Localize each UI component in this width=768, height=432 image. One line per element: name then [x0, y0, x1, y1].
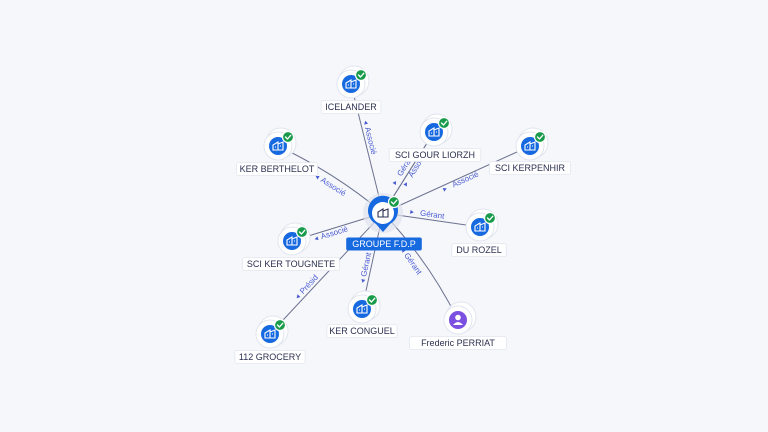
- node-label: Frederic PERRIAT: [421, 338, 495, 348]
- edge-arrow: [364, 120, 369, 125]
- edge-label: Associé: [451, 169, 481, 189]
- node-label-box: [388, 148, 482, 162]
- building-icon: [377, 208, 389, 218]
- verified-check-icon: [354, 68, 368, 82]
- node-label: SCI KER TOUGNETE: [247, 259, 335, 269]
- edge-label: Gérant: [402, 251, 424, 277]
- graph-node-ker-conguel[interactable]: KER CONGUEL: [326, 290, 398, 338]
- node-label-box: [409, 336, 507, 350]
- verified-check-icon: [365, 293, 379, 307]
- node-label-box: [242, 257, 340, 271]
- node-label: SCI KERPENHIR: [495, 163, 566, 173]
- node-label-box: [451, 243, 507, 257]
- node-label-box: [320, 100, 382, 114]
- node-label: KER CONGUEL: [329, 326, 395, 336]
- edge-arrow: [361, 279, 366, 283]
- edge-arrow: [403, 182, 407, 187]
- node-label-box: [326, 324, 398, 338]
- graph-node-du-rozel[interactable]: DU ROZEL: [451, 208, 507, 257]
- edge-arrow: [392, 180, 397, 186]
- verified-check-icon: [533, 130, 547, 144]
- edge-label: Gérant: [420, 208, 446, 221]
- edge-arrow: [314, 236, 319, 241]
- nodes-layer: ICELANDER SCI GOUR LIORZH SCI KERPENHIR KER…: [234, 65, 571, 364]
- center-node[interactable]: GROUPE F.D.P: [346, 193, 422, 251]
- building-icon: [264, 329, 276, 339]
- edge-arrow: [442, 188, 447, 192]
- verified-check-icon: [281, 130, 295, 144]
- graph-node-sci-kerpenhir[interactable]: SCI KERPENHIR: [489, 127, 571, 175]
- node-label: ICELANDER: [325, 102, 377, 112]
- building-icon: [272, 141, 284, 151]
- node-label: 112 GROCERY: [239, 352, 301, 362]
- node-label: SCI GOUR LIORZH: [395, 150, 475, 160]
- node-label-box: [234, 350, 306, 364]
- building-icon: [524, 141, 536, 151]
- building-icon: [286, 236, 298, 246]
- edge-label: Associé: [320, 224, 350, 241]
- verified-check-icon: [437, 116, 451, 130]
- graph-node-ker-berthelot[interactable]: KER BERTHELOT: [236, 127, 318, 176]
- building-icon: [356, 304, 368, 314]
- node-label: DU ROZEL: [456, 245, 502, 255]
- node-label: KER BERTHELOT: [240, 164, 315, 174]
- verified-check-icon: [273, 318, 287, 332]
- graph-node-sci-gour-liorzh[interactable]: SCI GOUR LIORZH: [388, 113, 482, 162]
- verified-check-icon: [387, 195, 401, 209]
- verified-check-icon: [483, 211, 497, 225]
- building-icon: [428, 127, 440, 137]
- person-icon: [453, 314, 463, 325]
- center-label-box: [346, 237, 422, 251]
- center-node-label: GROUPE F.D.P: [352, 239, 416, 249]
- node-label-box: [236, 162, 318, 176]
- verified-check-icon: [295, 225, 309, 239]
- building-icon: [474, 222, 486, 232]
- graph-node-icelander[interactable]: ICELANDER: [320, 65, 382, 114]
- graph-node-frederic-perriat[interactable]: Frederic PERRIAT: [409, 301, 507, 350]
- edge-arrow: [410, 209, 414, 214]
- edge-label: Associé: [319, 175, 348, 198]
- graph-node-sci-ker-tougnete[interactable]: SCI KER TOUGNETE: [242, 222, 340, 271]
- edge-arrow: [296, 294, 301, 299]
- node-label-box: [489, 161, 571, 175]
- graph-node-112-grocery[interactable]: 112 GROCERY: [234, 315, 306, 364]
- building-icon: [345, 79, 357, 89]
- edge-arrow: [315, 175, 320, 180]
- edge-label: Gérant: [359, 251, 373, 278]
